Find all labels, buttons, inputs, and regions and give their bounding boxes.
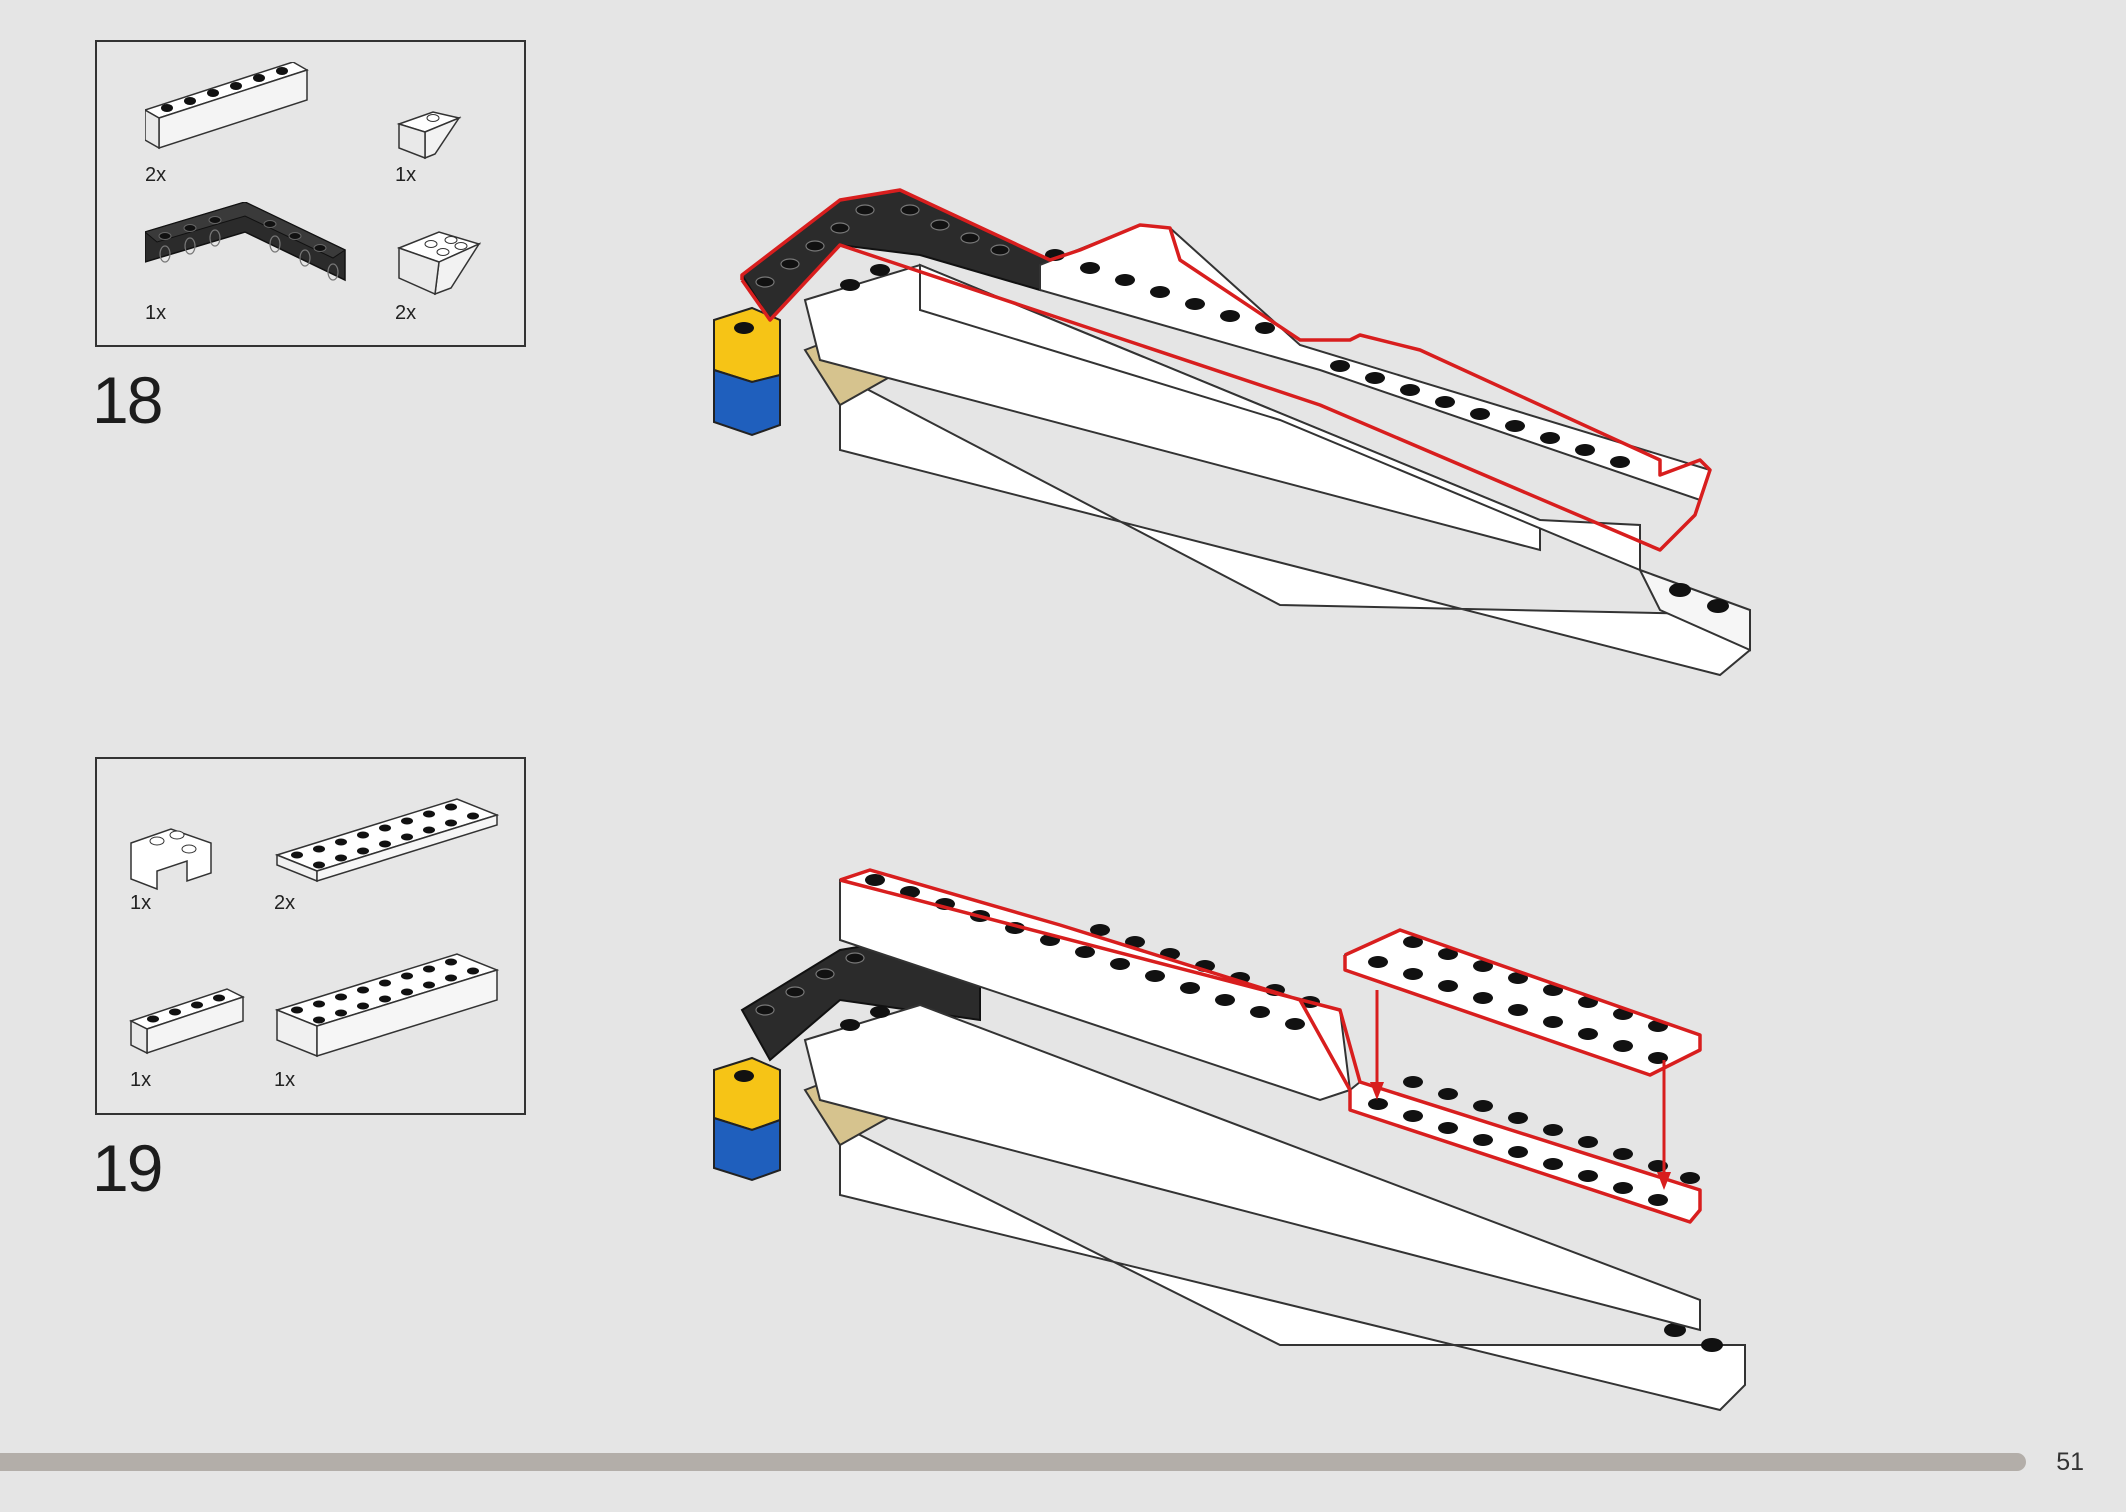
white-plate-2x8-icon: [273, 779, 503, 889]
part-qty: 1x: [395, 164, 417, 186]
step-18-model-illustration: [700, 170, 1760, 695]
part-qty: 1x: [130, 1069, 152, 1091]
parts-list-step-19: 1x 2x 1x: [95, 757, 526, 1115]
parts-list-step-18: 2x 1x 1x: [95, 40, 526, 347]
black-technic-corner-brick-icon: [145, 202, 355, 302]
white-brick-1x4-icon: [127, 979, 247, 1059]
part-qty: 2x: [145, 164, 167, 186]
white-brick-1x6-icon: [145, 62, 315, 162]
page-number: 51: [2056, 1448, 2084, 1476]
white-slope-brick-icon: [395, 102, 465, 164]
step-number: 18: [92, 363, 163, 437]
part-qty: 1x: [274, 1069, 296, 1091]
part-qty: 2x: [274, 892, 296, 914]
step-19-model-illustration: [700, 850, 1760, 1425]
white-brick-2x8-icon: [273, 934, 503, 1064]
part-qty: 1x: [145, 302, 167, 324]
progress-bar: [0, 1453, 2026, 1471]
part-qty: 2x: [395, 302, 417, 324]
part-qty: 1x: [130, 892, 152, 914]
white-slope-brick-icon: [395, 222, 485, 302]
step-number: 19: [92, 1131, 163, 1205]
white-corner-brick-icon: [127, 819, 217, 899]
